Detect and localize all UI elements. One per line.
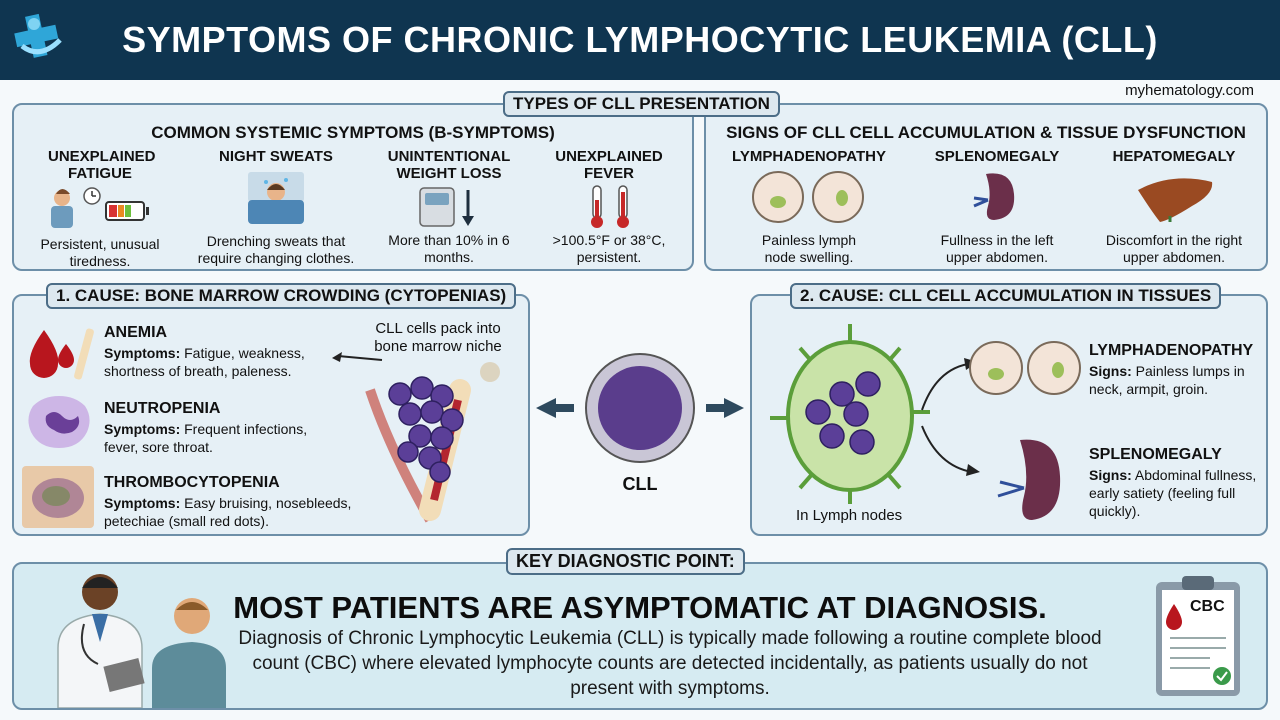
lymphadenopathy-sign-desc: Painless lymph node swelling.	[761, 232, 857, 265]
thrombocytopenia-text: Easy bruising, nosebleeds, petechiae (sm…	[104, 495, 352, 529]
neutropenia-text: Frequent infections, fever, sore throat.	[104, 421, 308, 455]
key-diagnostic-panel	[12, 562, 1268, 710]
neutrophil-icon	[28, 396, 90, 448]
hepatomegaly-sign-item: HEPATOMEGALY Discomfort in the right upp…	[1090, 148, 1258, 266]
bone-marrow-icon	[332, 352, 500, 523]
medical-cross-logo-icon	[14, 13, 62, 58]
hepatomegaly-sign-title: HEPATOMEGALY	[1112, 148, 1236, 165]
lymphadenopathy-label: Signs:	[1089, 363, 1132, 379]
doctor-patient-icon	[57, 574, 226, 708]
cause2-tag: 2. CAUSE: CLL CELL ACCUMULATION IN TISSU…	[790, 283, 1222, 309]
anemia-text: Fatigue, weakness, shortness of breath, …	[104, 345, 305, 379]
blood-drops-bone-icon	[29, 328, 94, 380]
neutropenia-desc: Symptoms: Frequent infections, fever, so…	[104, 420, 340, 456]
lymphadenopathy-sign-item: LYMPHADENOPATHY Painless lymph node swel…	[714, 148, 904, 266]
neutropenia-label: Symptoms:	[104, 421, 181, 437]
liver-icon	[1138, 178, 1213, 222]
spleen-icon	[973, 173, 1015, 220]
anemia-label: Symptoms:	[104, 345, 181, 361]
lymph-node-cells-icon	[770, 324, 930, 504]
weight-loss-item: UNINTENTIONAL WEIGHT LOSS More than 10% …	[374, 148, 524, 266]
key-tag: KEY DIAGNOSTIC POINT:	[506, 548, 745, 575]
fever-desc: >100.5°F or 38°C, persistent.	[552, 232, 666, 265]
fever-title: UNEXPLAINED FEVER	[555, 148, 663, 182]
key-body: Diagnosis of Chronic Lymphocytic Leukemi…	[238, 628, 1102, 699]
lymphadenopathy-sign-title: LYMPHADENOPATHY	[732, 148, 886, 165]
cbc-clipboard-icon	[1156, 576, 1240, 696]
lymph-node-sign-icon	[969, 341, 1081, 395]
spleen-sign-icon	[997, 439, 1061, 520]
fatigue-desc: Persistent, unusual tiredness.	[40, 236, 160, 269]
key-headline: MOST PATIENTS ARE ASYMPTOMATIC AT DIAGNO…	[233, 590, 1047, 625]
splenomegaly-text: Abdominal fullness, early satiety (feeli…	[1089, 467, 1257, 519]
neutropenia-title: NEUTROPENIA	[104, 400, 221, 417]
cll-cell-icon	[536, 353, 744, 463]
splenomegaly-label: Signs:	[1089, 467, 1132, 483]
splenomegaly-sign-title: SPLENOMEGALY	[934, 148, 1060, 165]
fatigue-icon	[51, 187, 149, 228]
scale-icon	[419, 187, 474, 227]
bruising-icon	[22, 466, 94, 528]
lymph-node-label: In Lymph nodes	[796, 507, 903, 524]
anemia-title: ANEMIA	[104, 324, 168, 341]
lymph-node-icon	[752, 171, 864, 223]
bone-marrow-label: CLL cells pack into bone marrow niche	[374, 320, 502, 355]
thrombocytopenia-title: THROMBOCYTOPENIA	[104, 474, 280, 491]
tissue-signs-heading: SIGNS OF CLL CELL ACCUMULATION & TISSUE …	[726, 123, 1246, 142]
splenomegaly-sign-item: SPLENOMEGALY Fullness in the left upper …	[914, 148, 1080, 266]
cbc-label: CBC	[1190, 598, 1225, 615]
fatigue-item: UNEXPLAINED FATIGUE Persistent, unusual …	[22, 148, 178, 270]
weight-loss-desc: More than 10% in 6 months.	[388, 232, 510, 265]
systemic-heading: COMMON SYSTEMIC SYMPTOMS (B-SYMPTOMS)	[151, 123, 555, 142]
lymphadenopathy-text: Painless lumps in neck, armpit, groin.	[1089, 363, 1245, 397]
weight-loss-title: UNINTENTIONAL WEIGHT LOSS	[387, 148, 511, 182]
page-title: SYMPTOMS OF CHRONIC LYMPHOCYTIC LEUKEMIA…	[122, 19, 1158, 60]
hepatomegaly-sign-desc: Discomfort in the right upper abdomen.	[1105, 232, 1243, 265]
lymphadenopathy-title: LYMPHADENOPATHY	[1089, 342, 1254, 359]
thermometer-icon	[591, 185, 629, 228]
cll-cell-label: CLL	[622, 474, 658, 494]
thrombocytopenia-desc: Symptoms: Easy bruising, nosebleeds, pet…	[104, 494, 390, 530]
night-sweats-item: NIGHT SWEATS Drenching sweats that requi…	[188, 148, 364, 267]
night-sweats-icon	[248, 172, 304, 224]
site-url: myhematology.com	[1125, 82, 1254, 99]
lymphadenopathy-desc: Signs: Painless lumps in neck, armpit, g…	[1089, 362, 1261, 398]
fever-item: UNEXPLAINED FEVER >100.5°F or 38°C, pers…	[534, 148, 684, 266]
splenomegaly-desc: Signs: Abdominal fullness, early satiety…	[1089, 466, 1261, 520]
systemic-symptoms-panel	[12, 103, 694, 271]
splenomegaly-title: SPLENOMEGALY	[1089, 446, 1222, 463]
fatigue-title: UNEXPLAINED FATIGUE	[48, 148, 156, 182]
types-tag: TYPES OF CLL PRESENTATION	[503, 91, 780, 117]
night-sweats-desc: Drenching sweats that require changing c…	[197, 233, 355, 266]
splenomegaly-sign-desc: Fullness in the left upper abdomen.	[940, 232, 1054, 265]
cause1-tag: 1. CAUSE: BONE MARROW CROWDING (CYTOPENI…	[46, 283, 517, 309]
anemia-desc: Symptoms: Fatigue, weakness, shortness o…	[104, 344, 336, 380]
thrombocytopenia-label: Symptoms:	[104, 495, 181, 511]
header-bar: SYMPTOMS OF CHRONIC LYMPHOCYTIC LEUKEMIA…	[0, 0, 1280, 80]
night-sweats-title: NIGHT SWEATS	[219, 148, 333, 165]
